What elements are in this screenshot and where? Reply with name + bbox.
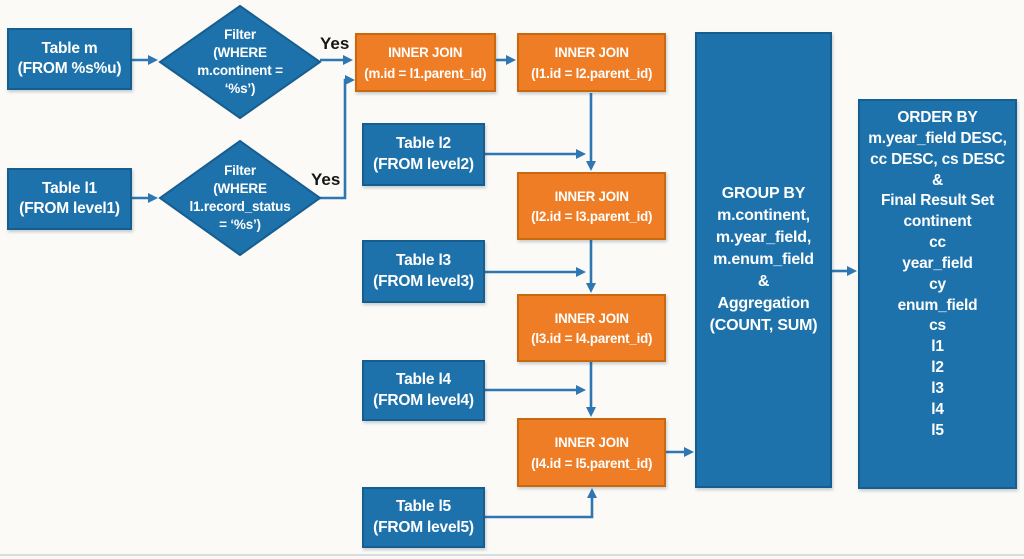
node-table-l5-label: Table l5 (FROM level5) [373, 498, 474, 536]
node-inner-join-4: INNER JOIN (l3.id = l4.parent_id) [517, 294, 666, 362]
node-inner-join-5: INNER JOIN (l4.id = l5.parent_id) [517, 418, 666, 487]
node-inner-join-1: INNER JOIN (m.id = l1.parent_id) [355, 33, 496, 92]
node-filter1-label: Filter (WHERE m.continent = ‘%s’) [197, 27, 283, 96]
node-table-l3-label: Table l3 (FROM level3) [373, 252, 474, 290]
node-group-by: GROUP BY m.continent, m.year_field, m.en… [695, 32, 832, 488]
node-inner-join-4-label: INNER JOIN (l3.id = l4.parent_id) [530, 309, 653, 346]
node-table-l4: Table l4 (FROM level4) [362, 360, 485, 421]
branch-yes-2: Yes [311, 170, 341, 189]
node-inner-join-2: INNER JOIN (l1.id = l2.parent_id) [517, 33, 666, 92]
node-group-by-label: GROUP BY m.continent, m.year_field, m.en… [709, 184, 818, 335]
node-table-l1-label: Table l1 (FROM level1) [19, 179, 120, 217]
node-inner-join-1-label: INNER JOIN (m.id = l1.parent_id) [364, 44, 487, 81]
node-table-l4-label: Table l4 (FROM level4) [373, 371, 474, 409]
bottom-edge-line [0, 554, 1024, 556]
node-table-m-label: Table m (FROM %s%u) [17, 39, 122, 77]
node-table-l2: Table l2 (FROM level2) [362, 123, 485, 186]
node-table-l1: Table l1 (FROM level1) [7, 168, 132, 230]
node-inner-join-5-label: INNER JOIN (l4.id = l5.parent_id) [530, 434, 653, 471]
branch-yes-1: Yes [320, 34, 350, 53]
node-table-m: Table m (FROM %s%u) [7, 28, 132, 90]
node-inner-join-3-label: INNER JOIN (l2.id = l3.parent_id) [530, 187, 653, 224]
node-table-l5: Table l5 (FROM level5) [362, 487, 485, 548]
arrow-tablel5-join5 [485, 488, 597, 519]
node-table-l2-label: Table l2 (FROM level2) [373, 135, 474, 173]
node-filter2-label: Filter (WHERE l1.record_status = ‘%s’) [189, 163, 291, 232]
filter2-diamond-shape [158, 139, 322, 257]
node-inner-join-2-label: INNER JOIN (l1.id = l2.parent_id) [530, 44, 653, 81]
node-order-by: ORDER BY m.year_field DESC, cc DESC, cs … [858, 99, 1017, 489]
filter1-diamond-shape [158, 4, 322, 120]
node-order-by-label: ORDER BY m.year_field DESC, cc DESC, cs … [868, 109, 1007, 439]
node-inner-join-3: INNER JOIN (l2.id = l3.parent_id) [517, 172, 666, 240]
arrow-filter2-join1 [318, 75, 355, 200]
node-table-l3: Table l3 (FROM level3) [362, 240, 485, 303]
